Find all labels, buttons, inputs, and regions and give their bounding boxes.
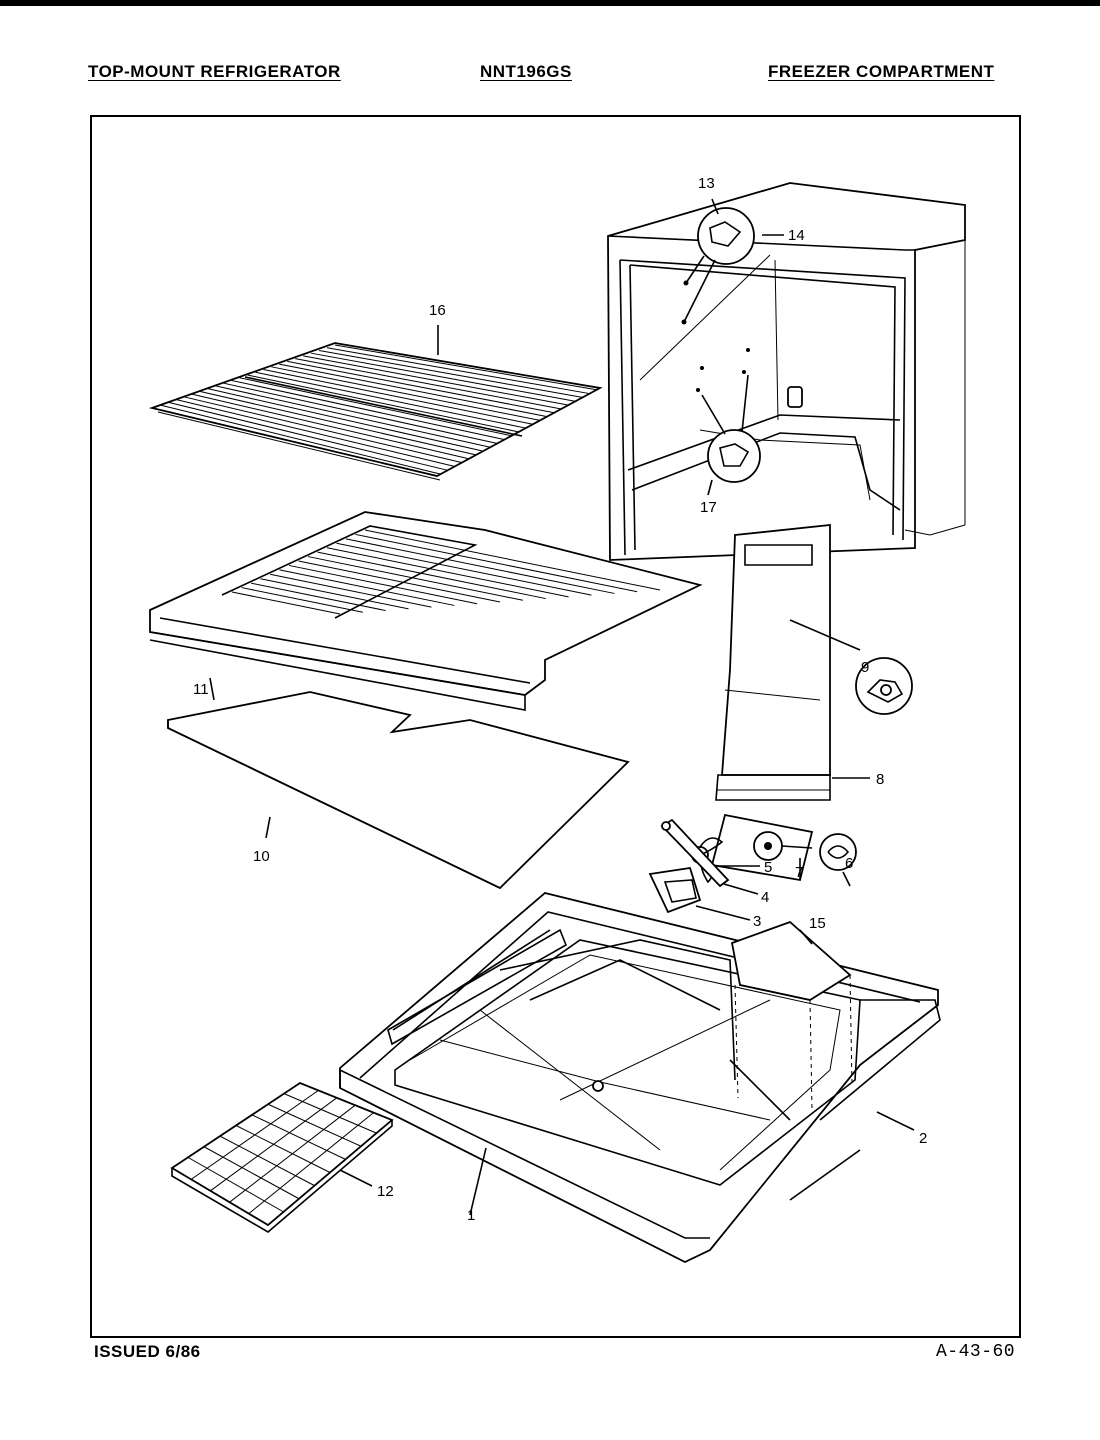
diagram-frame [90,115,1021,1338]
shelf-cover-10 [167,691,630,890]
freezer-cabinet [607,182,966,561]
callout-2: 2 [919,1130,927,1147]
header-model-type: TOP-MOUNT REFRIGERATOR [88,62,341,81]
header-model-number: NNT196GS [480,62,572,81]
fan-motor-3 [648,866,751,921]
callout-labels: 1 2 3 4 5 6 7 8 9 10 11 12 13 14 15 16 1… [193,175,927,1224]
drawing-number: A-43-60 [936,1342,1016,1362]
detail-circle-9 [855,657,913,715]
issued-date: ISSUED 6/86 [94,1342,201,1361]
fan-shroud-7 [710,813,814,882]
freezer-shelf-11 [149,511,703,711]
callout-9: 9 [861,659,869,676]
motor-bracket-4 [660,818,759,895]
callout-16: 16 [429,302,446,319]
callout-1: 1 [467,1207,475,1224]
ice-tray-12 [170,1081,394,1233]
callout-6: 6 [845,855,853,872]
callout-10: 10 [253,848,270,865]
callout-4: 4 [761,889,769,906]
detail-circle-13-14 [683,198,784,323]
callout-8: 8 [876,771,884,788]
callout-13: 13 [698,175,715,192]
air-duct-8 [715,524,870,801]
top-border-line [0,0,1100,6]
detail-circle-17 [701,374,761,496]
callout-3: 3 [753,913,761,930]
callout-12: 12 [377,1183,394,1200]
foam-block-15 [730,920,853,1111]
callout-7: 7 [795,864,803,881]
callout-14: 14 [788,227,805,244]
callout-15: 15 [809,915,826,932]
wire-shelf-16 [148,325,603,481]
header-section: FREEZER COMPARTMENT [768,62,995,81]
freezer-floor-1 [339,892,939,1264]
detail-circle-6 [819,833,857,887]
callout-11: 11 [193,681,209,698]
callout-17: 17 [700,499,717,516]
trim-strip-2 [392,929,941,1201]
callout-5: 5 [764,859,772,876]
